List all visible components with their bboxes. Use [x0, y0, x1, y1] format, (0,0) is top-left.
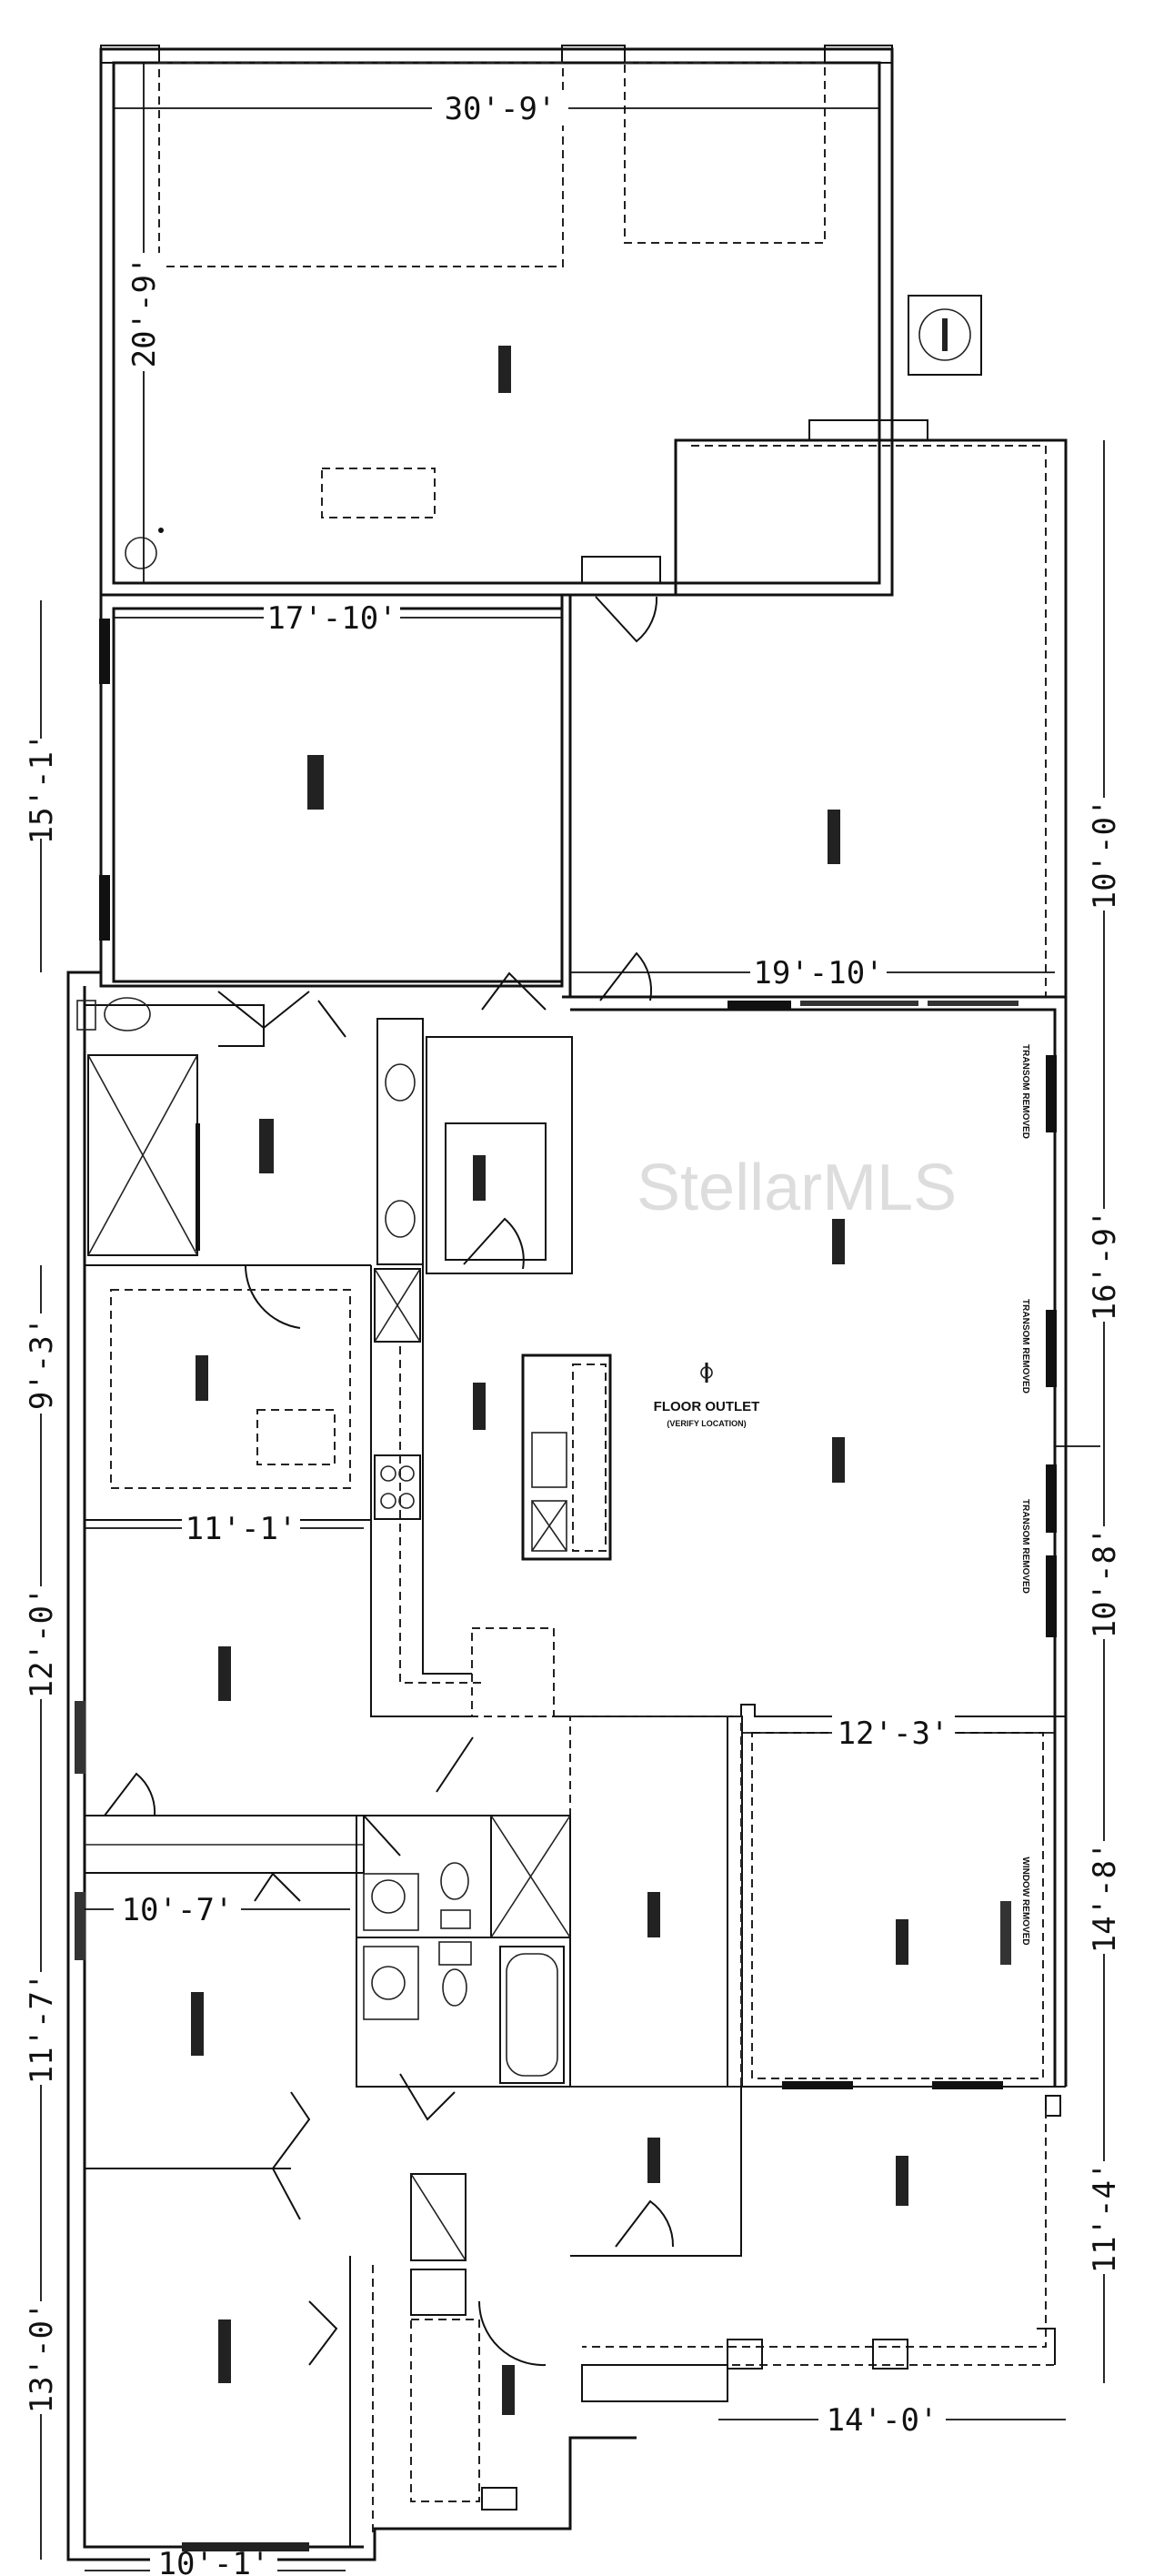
- dim-study-width: 12'-3': [838, 1716, 949, 1752]
- floor-outlet-note: (VERIFY LOCATION): [667, 1419, 746, 1428]
- bedroom-4: [75, 1646, 474, 1874]
- study: [569, 1716, 1044, 2088]
- house-walls: [66, 971, 1068, 2561]
- patio: [562, 419, 1068, 1005]
- walk-in-closet: [85, 1289, 371, 1521]
- dim-closet-depth: 9'-3': [24, 1317, 60, 1410]
- dim-patio-width: 19'-10': [753, 955, 883, 991]
- dim-patio-depth: 10'-0': [1087, 799, 1123, 911]
- watermark: StellarMLS: [637, 1152, 957, 1224]
- transom-removed-2: TRANSOM REMOVED: [1020, 1299, 1030, 1394]
- transom-removed-1: TRANSOM REMOVED: [1020, 1044, 1030, 1139]
- kitchen: [370, 1265, 612, 1717]
- master-bedroom: [99, 593, 564, 988]
- living-dining: [554, 1055, 1100, 1717]
- bedroom-3: [75, 1872, 456, 2220]
- hall-bath: [356, 1815, 571, 2088]
- dim-garage-width: 30'-9': [445, 91, 557, 127]
- dim-dining-depth: 10'-8': [1087, 1527, 1123, 1639]
- dim-master-width: 17'-10': [266, 600, 396, 637]
- pantry: [426, 971, 573, 1274]
- bedroom-2-laundry: [182, 2173, 547, 2551]
- dim-bedroom3-depth: 11'-7': [24, 1973, 60, 2085]
- dim-bedroom3-width: 10'-7': [122, 1892, 234, 1928]
- master-bath: [76, 991, 424, 1329]
- window-removed: WINDOW REMOVED: [1020, 1857, 1030, 1945]
- dim-study-depth: 14'-8': [1087, 1842, 1123, 1954]
- dim-bedroom4-depth: 12'-0': [24, 1587, 60, 1699]
- dim-bedroom2-depth: 13'-0': [24, 2302, 60, 2414]
- dim-master-depth: 15'-1': [24, 733, 60, 845]
- porch: [570, 2081, 1066, 2402]
- dimension-labels: 30'-9' 20'-9' 17'-10' 15'-1' 19'-10' 10'…: [23, 91, 1123, 2576]
- annotations: FLOOR OUTLET (VERIFY LOCATION) TRANSOM R…: [654, 1044, 1030, 1946]
- dim-garage-depth: 20'-9': [126, 257, 163, 368]
- garage: [99, 45, 894, 643]
- dim-living-depth: 16'-9': [1087, 1210, 1123, 1322]
- dim-bedroom2-width: 10'-1': [158, 2546, 270, 2576]
- dim-porch-depth: 11'-4': [1087, 2162, 1123, 2274]
- floor-outlet-label: FLOOR OUTLET: [654, 1399, 760, 1414]
- dim-bedroom4-width: 11'-1': [186, 1511, 297, 1547]
- transom-removed-3: TRANSOM REMOVED: [1020, 1499, 1030, 1594]
- mechanical-symbol: [908, 295, 982, 376]
- dim-porch-width: 14'-0': [827, 2402, 938, 2439]
